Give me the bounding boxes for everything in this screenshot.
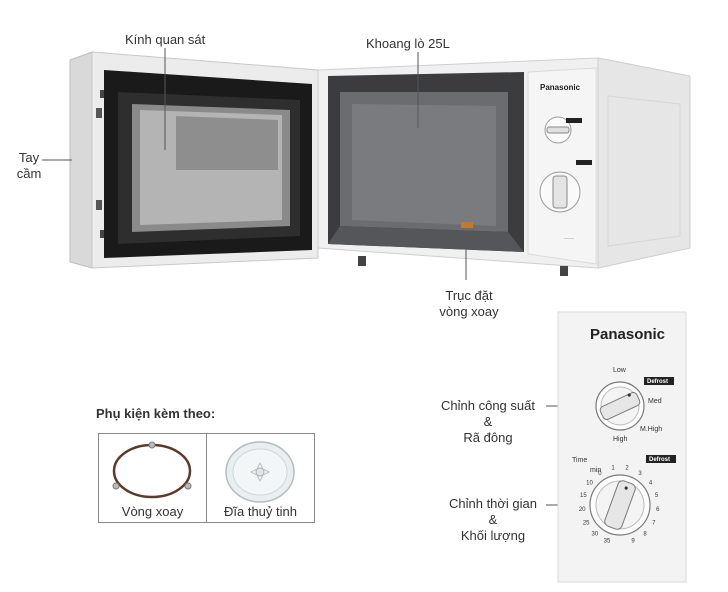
callout-handle-line1: Tay bbox=[18, 150, 40, 165]
callout-power-line3: Rã đông bbox=[463, 430, 513, 445]
callout-timer-dial: Chỉnh thời gian & Khối lượng bbox=[440, 496, 546, 544]
timer-tick-label: 1 bbox=[611, 466, 615, 472]
timer-tick-label: 35 bbox=[604, 539, 611, 545]
panel-brand-logo: Panasonic bbox=[590, 326, 665, 343]
timer-tick-label: 4 bbox=[649, 480, 653, 486]
timer-dial[interactable] bbox=[589, 474, 651, 536]
control-panel-closeup: Panasonic Low Defrost Med M.High High Ti… bbox=[557, 311, 687, 583]
accessory-caption-plate: Đĩa thuỷ tinh bbox=[224, 504, 297, 519]
callout-power-line1: Chỉnh công suất bbox=[441, 398, 535, 413]
callout-turntable-shaft: Trục đặt vòng xoay bbox=[422, 288, 516, 320]
callout-timer-line2: & bbox=[488, 512, 498, 527]
microwave-door bbox=[69, 51, 319, 269]
timer-tick-label: 6 bbox=[656, 507, 660, 513]
timer-tick-label: 30 bbox=[592, 532, 599, 538]
timer-tick-label: 0 bbox=[598, 471, 602, 477]
accessory-roller-ring: Vòng xoay bbox=[98, 433, 207, 523]
power-defrost-tag bbox=[644, 377, 674, 385]
timer-tick-label: 15 bbox=[580, 493, 587, 499]
callout-timer-line3: Khối lượng bbox=[460, 528, 526, 543]
timer-tick-label: 8 bbox=[643, 532, 647, 538]
timer-defrost-tag bbox=[646, 455, 676, 463]
callout-power-dial: Chỉnh công suất & Rã đông bbox=[434, 398, 542, 446]
timer-tick-label: 5 bbox=[655, 493, 659, 499]
callout-handle-line2: cầm bbox=[16, 166, 42, 181]
power-label-low: Low bbox=[613, 367, 627, 374]
timer-tick-label: 2 bbox=[625, 466, 629, 472]
body-brand-logo: Panasonic bbox=[540, 83, 581, 92]
timer-label-defrost: Defrost bbox=[649, 457, 670, 463]
microwave-body: Panasonic ····· bbox=[317, 57, 691, 276]
timer-tick-label: 10 bbox=[586, 480, 593, 486]
callout-timer-line1: Chỉnh thời gian bbox=[448, 496, 538, 511]
timer-tick-label: 25 bbox=[583, 520, 590, 526]
power-label-med: Med bbox=[648, 398, 662, 405]
timer-label-min: min bbox=[590, 467, 601, 474]
accessory-caption-ring: Vòng xoay bbox=[121, 504, 184, 519]
callout-viewing-glass: Kính quan sát bbox=[125, 32, 206, 47]
timer-tick-label: 7 bbox=[652, 520, 656, 526]
timer-tick-label: 20 bbox=[579, 507, 586, 513]
callout-cavity: Khoang lò 25L bbox=[366, 36, 450, 51]
timer-tick-label: 3 bbox=[638, 471, 642, 477]
accessory-glass-plate: Đĩa thuỷ tinh bbox=[206, 433, 315, 523]
callout-power-line2: & bbox=[483, 414, 493, 429]
power-label-defrost: Defrost bbox=[647, 379, 668, 385]
timer-label-time: Time bbox=[572, 457, 587, 464]
callout-handle: Tay cầm bbox=[14, 150, 44, 182]
power-label-high: High bbox=[613, 436, 628, 443]
timer-tick-label: 9 bbox=[631, 539, 635, 545]
svg-text:·····: ····· bbox=[564, 236, 574, 242]
power-label-mhigh: M.High bbox=[640, 426, 662, 433]
callout-turntable-line1: Trục đặt bbox=[445, 288, 493, 303]
glass-plate-icon bbox=[225, 441, 295, 503]
callout-turntable-line2: vòng xoay bbox=[439, 304, 499, 319]
power-dial[interactable] bbox=[595, 381, 645, 431]
roller-ring-icon bbox=[112, 441, 192, 499]
accessories-title: Phụ kiện kèm theo: bbox=[96, 406, 216, 421]
